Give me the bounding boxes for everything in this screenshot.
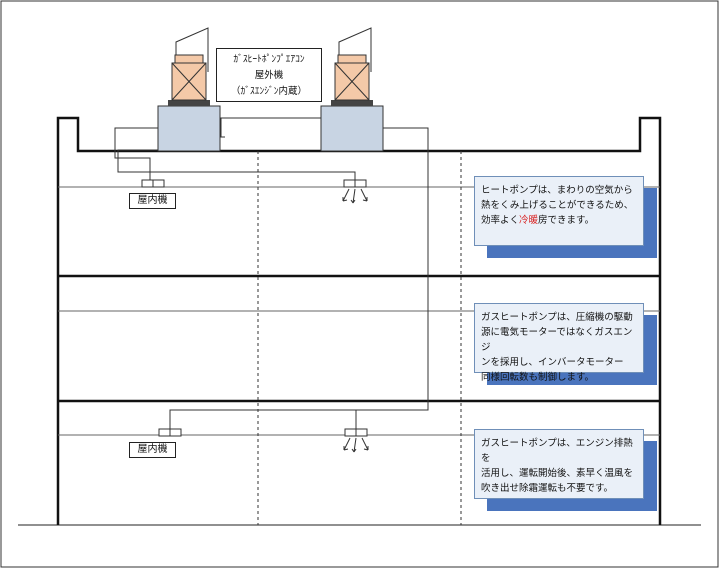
callout-line: ガスヒートポンプは、圧縮機の駆動 [481,312,633,323]
outdoor-unit-body [157,105,221,152]
callout-line: 熱をくみ上げることができるため、 [481,200,634,211]
indoor-unit-label: 屋内機 [129,193,176,209]
indoor-unit-label: 屋内機 [129,442,176,458]
refrigerant-pipe [169,127,429,429]
callout-highlight: 冷暖 [519,215,539,226]
refrigerant-pipe [117,149,356,180]
callout-line: 源に電気モーターではなくガスエンジ [481,327,633,353]
outdoor-unit-body [320,105,384,152]
callout-heat-pump: ヒートポンプは、まわりの空気から 熱をくみ上げることができるため、 効率よく冷暖… [474,176,644,246]
callout-line: ヒートポンプは、まわりの空気から [481,185,633,196]
callout-line: ガスヒートポンプは、エンジン排熱を [481,438,633,464]
engine-base [331,100,373,106]
outdoor-unit-label-line3: （ｶﾞｽｴﾝｼﾞﾝ内蔵） [230,86,307,97]
callout-text: 効率よく [481,215,520,226]
outdoor-unit-label-line1: ｶﾞｽﾋｰﾄﾎﾟﾝﾌﾟｴｱｺﾝ [233,54,305,65]
callout-line: 吹き出せ除霜運転も不要です。 [481,483,614,494]
airflow-arrows [342,188,369,453]
exhaust-duct [338,27,372,72]
exhaust-duct [175,27,209,72]
callout-text: 房できます。 [538,215,595,226]
callout-gas-engine: ガスヒートポンプは、圧縮機の駆動 源に電気モーターではなくガスエンジ ンを採用し… [474,303,644,383]
outdoor-unit-label-line2: 屋外機 [254,70,284,81]
callout-exhaust-heat: ガスヒートポンプは、エンジン排熱を 活用し、運転開始後、素早く温風を 吹き出せ除… [474,429,644,499]
outdoor-unit-right [320,27,384,152]
outdoor-unit-left [157,27,221,152]
outdoor-unit-label: ｶﾞｽﾋｰﾄﾎﾟﾝﾌﾟｴｱｺﾝ 屋外機 （ｶﾞｽｴﾝｼﾞﾝ内蔵） [216,48,322,102]
callout-line: ンを採用し、インバータモーター [481,357,624,368]
callout-line: 効率よく冷暖房できます。 [481,213,637,228]
refrigerant-pipe [220,117,321,138]
callout-line: 同様回転数も制御します。 [481,372,595,383]
engine-base [168,100,210,106]
callout-line: 活用し、運転開始後、素早く温風を [481,468,634,479]
refrigerant-pipe [114,127,158,180]
